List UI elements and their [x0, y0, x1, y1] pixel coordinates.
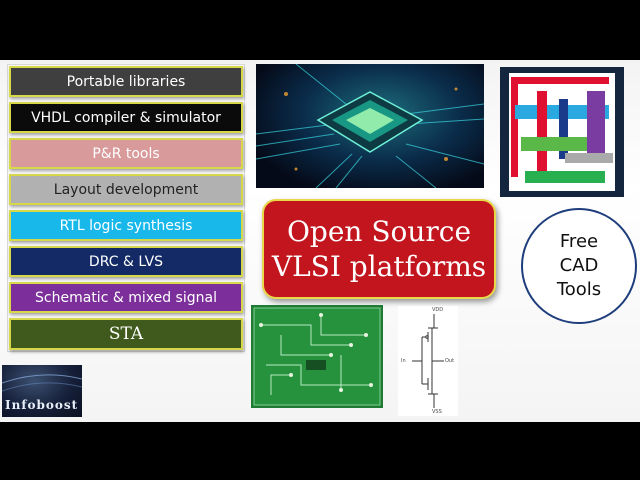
- category-pr-tools: P&R tools: [9, 138, 243, 169]
- tool-category-list: Portable libraries VHDL compiler & simul…: [7, 64, 245, 352]
- category-label: Portable libraries: [66, 73, 186, 90]
- infoboost-logo: Infoboost: [2, 365, 82, 417]
- title-line-1: Open Source: [286, 215, 472, 248]
- category-label: DRC & LVS: [88, 253, 164, 270]
- title-banner: Open Source VLSI platforms: [262, 199, 496, 299]
- category-rtl-synthesis: RTL logic synthesis: [9, 210, 243, 241]
- category-vhdl-compiler: VHDL compiler & simulator: [9, 102, 243, 133]
- schematic-in-label: In: [401, 358, 406, 364]
- badge-line-2: CAD: [559, 255, 599, 276]
- category-schematic-mixed-signal: Schematic & mixed signal: [9, 282, 243, 313]
- category-label: Layout development: [53, 181, 199, 198]
- category-label: RTL logic synthesis: [59, 217, 193, 234]
- category-label: Schematic & mixed signal: [35, 289, 217, 306]
- schematic-vdd-label: VDD: [432, 307, 444, 313]
- category-label: VHDL compiler & simulator: [31, 109, 221, 126]
- chip-image: [256, 64, 484, 188]
- category-sta: STA: [9, 318, 243, 350]
- schematic-vss-label: VSS: [432, 409, 442, 415]
- category-label: STA: [108, 324, 144, 344]
- inverter-schematic: VDD In Out VSS: [398, 306, 458, 416]
- logo-graphic: [509, 73, 615, 191]
- free-cad-tools-badge: Free CAD Tools: [521, 208, 637, 324]
- brand-text: Infoboost: [5, 398, 79, 412]
- schematic-out-label: Out: [445, 358, 455, 364]
- category-label: P&R tools: [92, 145, 160, 162]
- pcb-image: [251, 305, 383, 408]
- badge-line-3: Tools: [556, 279, 602, 300]
- category-drc-lvs: DRC & LVS: [9, 246, 243, 277]
- logo: [500, 67, 624, 197]
- category-layout-development: Layout development: [9, 174, 243, 205]
- title-line-2: VLSI platforms: [271, 250, 487, 283]
- badge-line-1: Free: [559, 231, 599, 252]
- category-portable-libraries: Portable libraries: [9, 66, 243, 97]
